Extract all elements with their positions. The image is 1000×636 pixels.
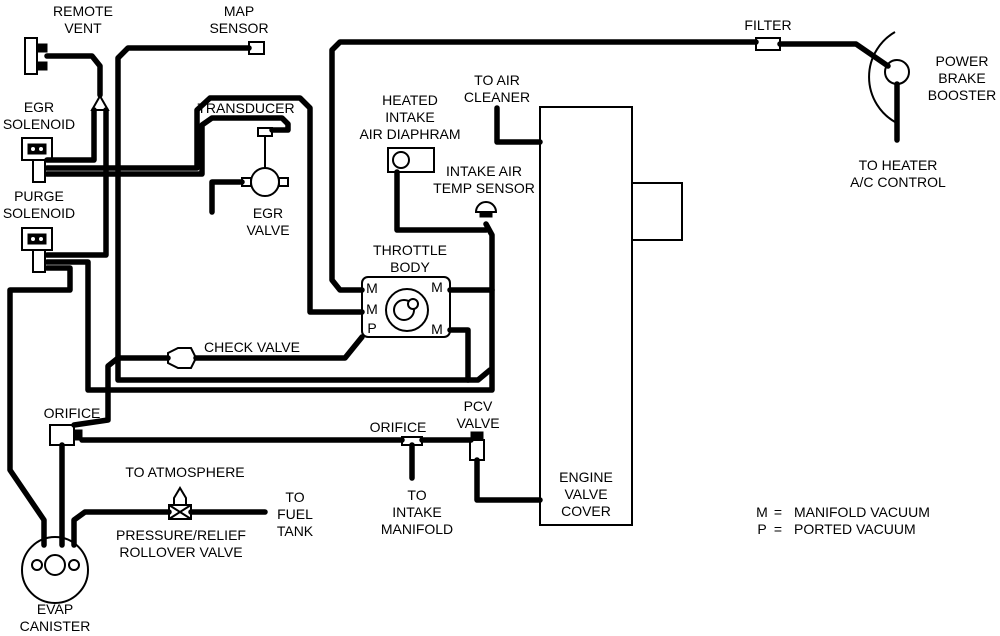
to-atmosphere-label: TO ATMOSPHERE: [125, 464, 244, 480]
temp-sensor-label-1: INTAKE AIR: [446, 163, 522, 179]
brake-booster-label-1: POWER: [936, 53, 989, 69]
throttle-body: [361, 276, 451, 338]
legend-key-p: P: [757, 521, 766, 537]
engine-valve-cover-block: [539, 106, 633, 526]
heater-ac-label-2: A/C CONTROL: [850, 174, 946, 190]
throttle-body-label-1: THROTTLE: [373, 242, 447, 258]
diaphram-label-3: AIR DIAPHRAM: [359, 126, 460, 142]
check-valve: [167, 347, 198, 369]
fuel-tank-label-3: TANK: [277, 523, 314, 539]
purge-solenoid-label-2: SOLENOID: [3, 205, 75, 221]
remote-vent-label-1: REMOTE: [53, 3, 113, 19]
engine-side-block: [631, 182, 683, 241]
purge-solenoid-label-1: PURGE: [14, 188, 64, 204]
egr-valve-label-1: EGR: [253, 205, 283, 221]
intake-air-temp-sensor: [474, 201, 498, 213]
evap-canister: [21, 536, 89, 604]
fuel-tank-label-1: TO: [285, 489, 304, 505]
orifice-left-label: ORIFICE: [44, 405, 101, 421]
throttle-port-m3: M: [431, 279, 443, 295]
diaphram-label-1: HEATED: [382, 92, 438, 108]
valve-cover-label-2: VALVE: [564, 486, 607, 502]
brake-booster-label-2: BRAKE: [938, 70, 985, 86]
pcv-valve-label-2: VALVE: [456, 415, 499, 431]
filter: [755, 37, 781, 51]
legend-value-m: MANIFOLD VACUUM: [794, 504, 930, 520]
svg-text:=: =: [774, 504, 782, 520]
throttle-port-m1: M: [366, 280, 378, 296]
heated-intake-air-diaphram: [387, 147, 435, 173]
evap-canister-label-1: EVAP: [37, 601, 73, 617]
power-brake-booster: [868, 31, 910, 123]
vacuum-hoses: [7, 39, 900, 548]
filter-label: FILTER: [744, 17, 791, 33]
rollover-valve-label-2: ROLLOVER VALVE: [119, 544, 242, 560]
air-cleaner-label-1: TO AIR: [474, 72, 520, 88]
orifice-mid-label: ORIFICE: [370, 419, 427, 435]
transducer-label: TRANSDUCER: [197, 100, 294, 116]
map-sensor-label-1: MAP: [224, 3, 254, 19]
transducer: [257, 127, 273, 168]
legend: M = MANIFOLD VACUUM P = PORTED VACUUM: [756, 504, 930, 537]
intake-manifold-label-1: TO: [407, 487, 426, 503]
valve-cover-label-3: COVER: [561, 503, 611, 519]
diaphram-label-2: INTAKE: [385, 109, 435, 125]
legend-key-m: M: [756, 504, 768, 520]
egr-valve-label-2: VALVE: [246, 222, 289, 238]
egr-valve: [241, 167, 289, 197]
brake-booster-label-3: BOOSTER: [928, 87, 996, 103]
air-cleaner-label-2: CLEANER: [464, 89, 530, 105]
map-sensor-label-2: SENSOR: [209, 20, 268, 36]
pressure-relief-rollover-valve: [168, 486, 192, 520]
throttle-body-label-2: BODY: [390, 259, 430, 275]
purge-solenoid: [21, 227, 53, 273]
egr-solenoid-label-2: SOLENOID: [3, 116, 75, 132]
throttle-port-m2: M: [366, 301, 378, 317]
temp-sensor-label-2: TEMP SENSOR: [433, 180, 535, 196]
svg-text:=: =: [774, 521, 782, 537]
pcv-valve: [469, 431, 485, 461]
intake-manifold-label-3: MANIFOLD: [381, 521, 453, 537]
orifice-tee: [49, 424, 83, 446]
remote-vent-label-2: VENT: [64, 20, 102, 36]
evap-canister-label-2: CANISTER: [20, 618, 91, 634]
legend-value-p: PORTED VACUUM: [794, 521, 916, 537]
throttle-port-p: P: [367, 320, 376, 336]
egr-solenoid-label-1: EGR: [24, 99, 54, 115]
fuel-tank-label-2: FUEL: [277, 506, 313, 522]
egr-solenoid: [21, 137, 53, 183]
rollover-valve-label-1: PRESSURE/RELIEF: [116, 527, 246, 543]
pcv-valve-label-1: PCV: [464, 398, 493, 414]
heater-ac-label-1: TO HEATER: [859, 157, 938, 173]
intake-manifold-label-2: INTAKE: [392, 504, 442, 520]
valve-cover-label-1: ENGINE: [559, 469, 613, 485]
check-valve-label: CHECK VALVE: [204, 339, 300, 355]
throttle-port-m4: M: [431, 321, 443, 337]
remote-vent: [24, 37, 48, 75]
